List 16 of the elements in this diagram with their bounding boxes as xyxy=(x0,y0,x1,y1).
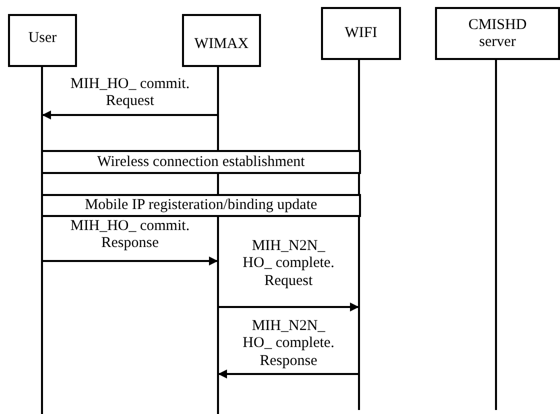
edge-label: MIH_HO_ commit. Response xyxy=(69,218,191,252)
message-arrow xyxy=(218,302,359,312)
activity-label: Wireless connection establishment xyxy=(97,154,305,170)
activity-band xyxy=(41,150,361,174)
participant-label: WIFI xyxy=(344,25,378,42)
participant-label: WIMAX xyxy=(194,36,249,53)
participant-label: CMISHD server xyxy=(467,17,528,50)
activity-band xyxy=(41,194,361,217)
activity-label: Mobile IP registeration/binding update xyxy=(84,197,318,214)
edge-label: MIH_N2N_ HO_ complete. Response xyxy=(242,318,336,370)
edge-label: MIH_HO_ commit. Request xyxy=(69,76,191,110)
message-arrow xyxy=(218,370,359,378)
participant-label: User xyxy=(28,30,57,46)
message-arrow xyxy=(42,110,218,120)
edge-label: MIH_N2N_ HO_ complete. Request xyxy=(242,238,336,290)
message-arrow xyxy=(42,256,218,266)
